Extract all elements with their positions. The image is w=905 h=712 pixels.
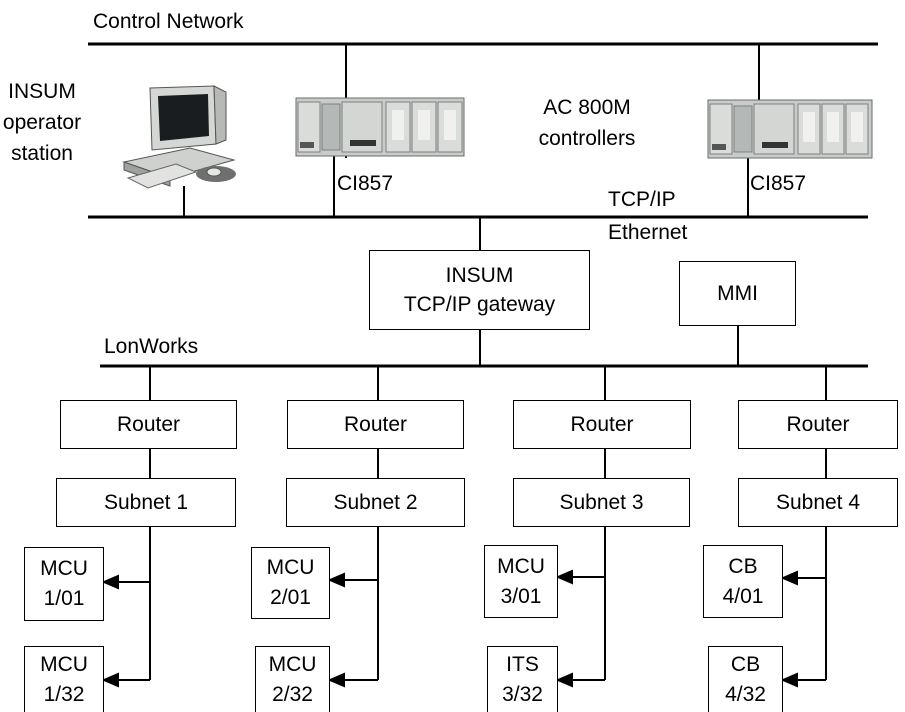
device-id-label: 1/01 <box>43 587 85 610</box>
router-1-label: Router <box>116 412 181 436</box>
device-type-label: MCU <box>40 557 88 580</box>
device-id-label: 3/01 <box>500 584 542 608</box>
mouse <box>206 167 222 177</box>
device-mcu-1-01: MCU 1/01 <box>24 547 104 621</box>
arrow-1-32-head <box>101 672 119 688</box>
subnet-3-box: Subnet 3 <box>513 478 690 527</box>
router-3-label: Router <box>570 412 634 436</box>
router-1-box: Router <box>60 400 237 449</box>
controller-left-icon <box>295 97 465 157</box>
device-type-label: MCU <box>497 554 545 578</box>
device-its-3-32: ITS 3/32 <box>487 646 558 712</box>
lonworks-label: LonWorks <box>104 335 199 358</box>
gateway-line1: INSUM <box>445 264 514 287</box>
device-mcu-2-01: MCU 2/01 <box>251 547 330 619</box>
station-line1: INSUM <box>8 80 76 103</box>
keyboard <box>126 163 198 189</box>
controllers-label: AC 800M controllers <box>512 92 662 154</box>
device-cb-4-32: CB 4/32 <box>708 646 783 712</box>
subnet-2-box: Subnet 2 <box>286 478 465 527</box>
device-mcu-1-32: MCU 1/32 <box>24 646 104 712</box>
device-id-label: 4/32 <box>725 682 766 706</box>
device-id-label: 1/32 <box>43 682 85 706</box>
ethernet-label: Ethernet <box>608 221 688 244</box>
ci857-right-label: CI857 <box>750 172 807 195</box>
device-arrows <box>101 569 826 688</box>
station-line2: operator <box>2 111 82 134</box>
gateway-line2: TCP/IP gateway <box>403 293 556 316</box>
device-mcu-3-01: MCU 3/01 <box>484 545 558 618</box>
device-type-label: MCU <box>40 652 88 676</box>
device-type-label: CB <box>728 554 758 578</box>
router-2-label: Router <box>343 412 408 436</box>
subnet-4-label: Subnet 4 <box>775 490 861 514</box>
router-4-box: Router <box>738 400 898 449</box>
device-cb-4-01: CB 4/01 <box>703 545 783 618</box>
device-type-label: CB <box>730 652 761 676</box>
arrow-2-01-head <box>327 572 345 588</box>
device-id-label: 2/32 <box>272 682 313 706</box>
operator-station-computer-icon <box>122 85 236 189</box>
ci857-left-label: CI857 <box>337 172 394 195</box>
device-mcu-2-32: MCU 2/32 <box>255 646 330 712</box>
device-type-label: ITS <box>506 652 539 676</box>
controllers-line1: AC 800M <box>543 96 631 119</box>
station-line3: station <box>11 142 73 165</box>
arrow-4-32-head <box>780 672 798 688</box>
monitor-side <box>213 85 227 145</box>
monitor-screen <box>158 94 209 141</box>
control-network-label: Control Network <box>93 10 244 33</box>
insum-gateway-box: INSUM TCP/IP gateway <box>369 250 590 330</box>
controllers-line2: controllers <box>538 127 636 150</box>
arrow-1-01-head <box>101 574 119 590</box>
router-4-label: Router <box>786 412 850 436</box>
controller-right-icon <box>707 99 873 159</box>
mmi-box: MMI <box>679 261 796 326</box>
device-id-label: 3/32 <box>502 682 543 706</box>
device-id-label: 4/01 <box>722 584 764 608</box>
mmi-label: MMI <box>717 281 758 305</box>
router-2-box: Router <box>287 400 464 449</box>
router-3-box: Router <box>513 400 691 449</box>
device-type-label: MCU <box>268 652 317 676</box>
subnet-2-label: Subnet 2 <box>333 490 418 514</box>
device-id-label: 2/01 <box>270 586 311 609</box>
arrow-3-01-head <box>555 569 573 585</box>
tcpip-label: TCP/IP <box>608 188 676 211</box>
subnet-1-box: Subnet 1 <box>56 478 236 527</box>
device-type-label: MCU <box>266 556 315 579</box>
subnet-1-label: Subnet 1 <box>103 490 189 514</box>
operator-station-label: INSUM operator station <box>0 76 84 169</box>
arrow-3-32-head <box>555 672 573 688</box>
subnet-4-box: Subnet 4 <box>738 478 898 527</box>
subnet-3-label: Subnet 3 <box>559 490 644 514</box>
arrow-4-01-head <box>780 570 798 586</box>
arrow-2-32-head <box>327 672 345 688</box>
